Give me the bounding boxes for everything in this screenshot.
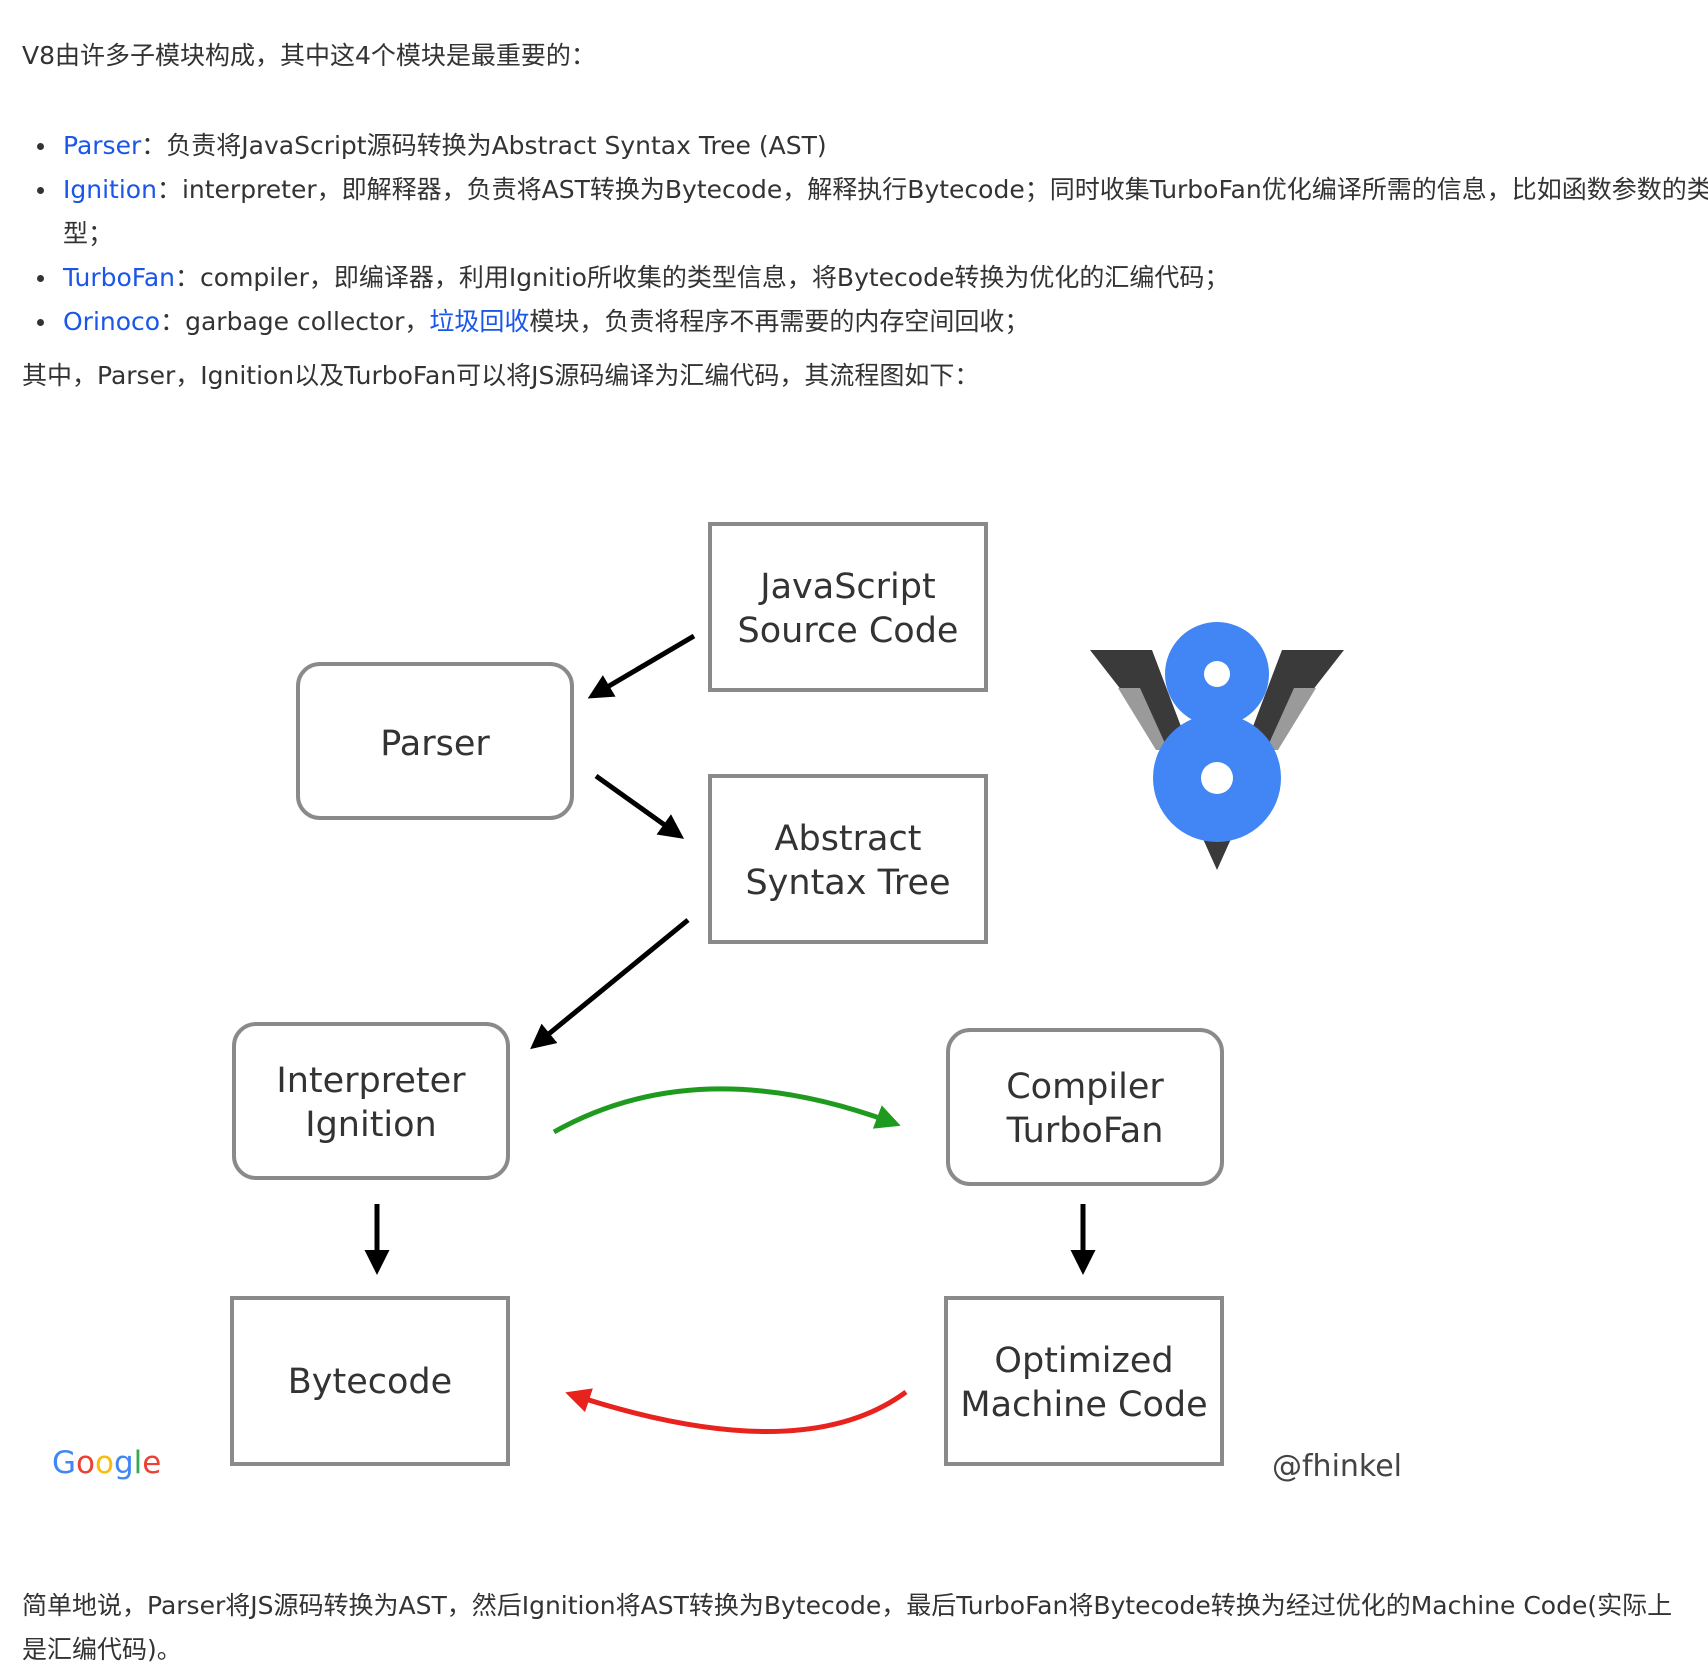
js-source-box: JavaScript Source Code — [708, 522, 988, 692]
orinoco-link[interactable]: Orinoco — [63, 307, 161, 336]
intro-text: V8由许多子模块构成，其中这4个模块是最重要的： — [22, 41, 596, 70]
list-item: Orinoco：garbage collector，垃圾回收模块，负责将程序不再… — [37, 300, 1708, 344]
ast-box: Abstract Syntax Tree — [708, 774, 988, 944]
bytecode-label: Bytecode — [288, 1362, 452, 1402]
parser-link[interactable]: Parser — [63, 131, 142, 160]
ignition-description: interpreter，即解释器，负责将AST转换为Bytecode，解释执行B… — [63, 175, 1708, 248]
js-source-line2: Source Code — [738, 611, 959, 651]
machine-code-box: Optimized Machine Code — [944, 1296, 1224, 1466]
module-list: Parser：负责将JavaScript源码转换为Abstract Syntax… — [22, 124, 1708, 344]
interpreter-box: Interpreter Ignition — [232, 1022, 510, 1180]
compiler-line1: Compiler — [1006, 1067, 1164, 1107]
ignition-link[interactable]: Ignition — [63, 175, 157, 204]
ast-line2: Syntax Tree — [745, 863, 950, 903]
v8-logo — [1090, 622, 1344, 870]
turbofan-link[interactable]: TurboFan — [63, 263, 176, 292]
compiler-box: Compiler TurboFan — [946, 1028, 1224, 1186]
arrow-ast-to-interpreter — [530, 918, 690, 1050]
v8-pipeline-diagram: JavaScript Source Code Parser Abstract S… — [52, 522, 1402, 1484]
flow-intro-text: 其中，Parser，Ignition以及TurboFan可以将JS源码编译为汇编… — [22, 361, 980, 390]
machine-code-line2: Machine Code — [960, 1385, 1207, 1425]
google-logo: Google — [52, 1445, 161, 1481]
list-item: TurboFan：compiler，即编译器，利用Ignitio所收集的类型信息… — [37, 256, 1708, 300]
parser-box: Parser — [296, 662, 574, 820]
garbage-collection-link[interactable]: 垃圾回收 — [429, 307, 530, 336]
js-source-line1: JavaScript — [758, 567, 935, 607]
parser-description: 负责将JavaScript源码转换为Abstract Syntax Tree (… — [166, 131, 827, 160]
list-item: Ignition：interpreter，即解释器，负责将AST转换为Bytec… — [37, 168, 1708, 256]
bytecode-box: Bytecode — [230, 1296, 510, 1466]
orinoco-description-before: garbage collector， — [185, 307, 430, 336]
arrow-parser-to-ast — [594, 773, 685, 839]
arrow-interpreter-to-compiler — [552, 1086, 901, 1135]
interpreter-line1: Interpreter — [276, 1061, 466, 1101]
machine-code-line1: Optimized — [994, 1341, 1173, 1381]
compiler-line2: TurboFan — [1006, 1111, 1164, 1151]
summary-text: 简单地说，Parser将JS源码转换为AST，然后Ignition将AST转换为… — [22, 1591, 1673, 1664]
arrow-source-to-parser — [587, 633, 696, 699]
ast-line1: Abstract — [775, 819, 922, 859]
orinoco-description-after: 模块，负责将程序不再需要的内存空间回收； — [529, 307, 1030, 336]
list-item: Parser：负责将JavaScript源码转换为Abstract Syntax… — [37, 124, 1708, 168]
interpreter-line2: Ignition — [305, 1105, 437, 1145]
author-credit: @fhinkel — [1272, 1449, 1402, 1484]
turbofan-description: compiler，即编译器，利用Ignitio所收集的类型信息，将Bytecod… — [200, 263, 1230, 292]
parser-label: Parser — [380, 724, 490, 764]
arrow-machine-code-to-bytecode — [565, 1388, 908, 1434]
